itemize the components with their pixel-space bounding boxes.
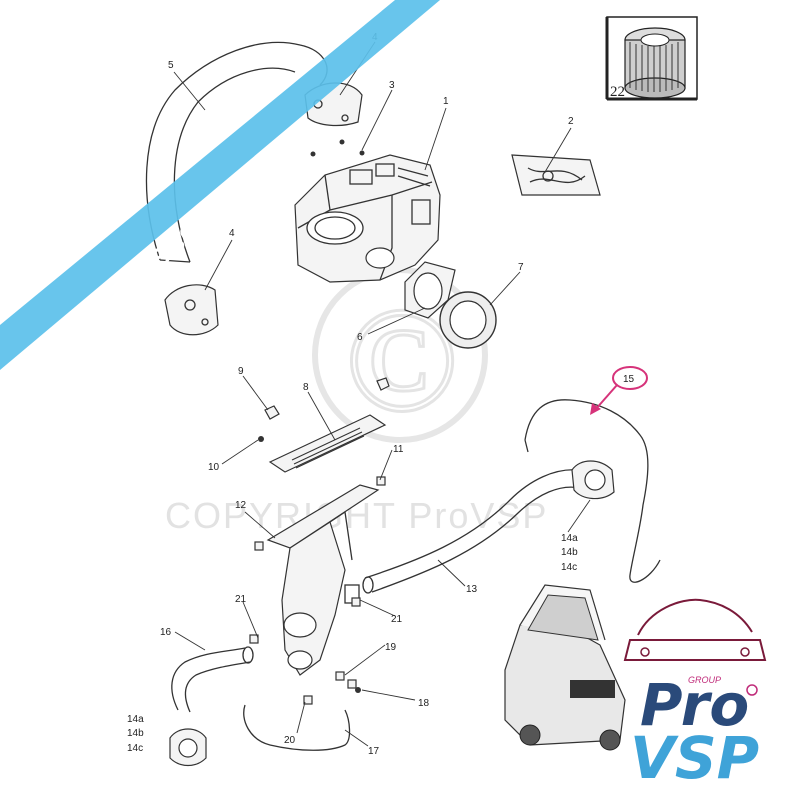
callout-21-left: 21 xyxy=(235,594,247,605)
callout-15-highlight: 15 xyxy=(590,366,648,415)
callout-16: 16 xyxy=(160,627,172,638)
callout-14a-left: 14a xyxy=(127,714,144,725)
clip-top-right xyxy=(376,377,390,391)
part-12-heater-assembly xyxy=(249,484,380,676)
part-10-screw xyxy=(258,436,264,442)
callout-5: 5 xyxy=(168,60,174,71)
callout-20: 20 xyxy=(284,735,296,746)
callout-14c-left: 14c xyxy=(127,743,143,754)
screws-part-3 xyxy=(310,139,365,157)
part-20-clip xyxy=(303,695,313,705)
part-6-ring xyxy=(404,261,456,319)
part-4-flap-left xyxy=(164,284,219,336)
callout-14b-left: 14b xyxy=(127,728,144,739)
callout-7: 7 xyxy=(518,262,524,273)
callout-10: 10 xyxy=(208,462,220,473)
part-13-hose xyxy=(362,469,581,594)
callout-14c-right: 14c xyxy=(561,562,577,573)
callout-17: 17 xyxy=(368,746,380,757)
part-1-blower-housing xyxy=(294,154,441,283)
inset-blower-wheel: 22 xyxy=(605,16,698,101)
logo-pro-text: Pro xyxy=(640,671,749,739)
part-18-screw xyxy=(355,687,361,693)
part-9-clip xyxy=(264,405,280,420)
callout-14b-right: 14b xyxy=(561,547,578,558)
callout-1: 1 xyxy=(443,96,449,107)
callout-11: 11 xyxy=(393,444,404,455)
callout-4-left: 4 xyxy=(229,228,235,239)
callout-15: 15 xyxy=(623,374,635,385)
inset-label: 22 xyxy=(610,84,625,100)
callout-19: 19 xyxy=(385,642,397,653)
part-14-nozzle-left xyxy=(169,728,207,767)
clip-21-right xyxy=(351,597,361,607)
brand-logo: GROUP Pro VSP xyxy=(623,598,767,792)
vehicle-illustration xyxy=(504,584,626,751)
part-16-hose xyxy=(171,646,254,713)
callout-9: 9 xyxy=(238,366,244,377)
callout-labels: 5 4 3 1 2 4 6 7 9 8 10 11 12 13 14a 14b … xyxy=(127,32,578,757)
callout-18: 18 xyxy=(418,698,430,709)
part-19-clip xyxy=(335,671,357,689)
callout-13: 13 xyxy=(466,584,478,595)
callout-21-right: 21 xyxy=(391,614,403,625)
logo-group-text: GROUP xyxy=(688,675,721,685)
part-2-filter xyxy=(511,154,601,196)
callout-6: 6 xyxy=(357,332,363,343)
callout-14a-right: 14a xyxy=(561,533,578,544)
part-7-ring xyxy=(439,291,497,349)
callout-3: 3 xyxy=(389,80,395,91)
callout-12: 12 xyxy=(235,500,247,511)
logo-vsp-text: VSP xyxy=(630,724,759,792)
part-15-cable xyxy=(524,399,661,583)
callout-8: 8 xyxy=(303,382,309,393)
callout-2: 2 xyxy=(568,116,574,127)
part-14-nozzle-right xyxy=(571,460,615,500)
part-8-vent-grille xyxy=(268,414,387,473)
part-17-cable xyxy=(243,704,351,751)
